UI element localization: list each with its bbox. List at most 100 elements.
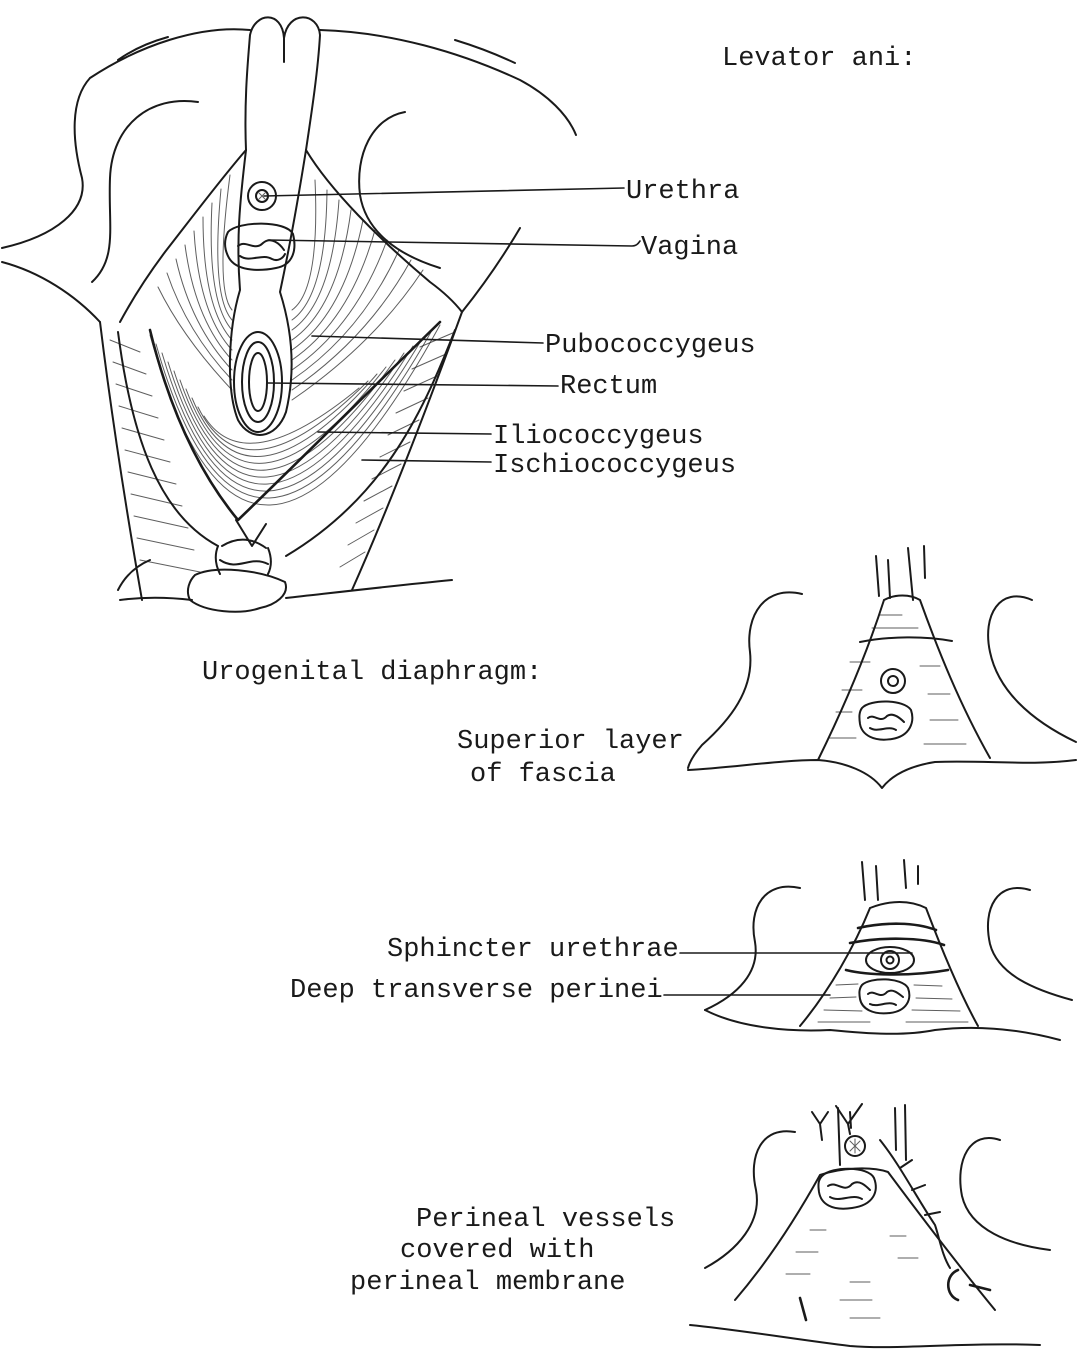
label-pubococcygeus: Pubococcygeus: [545, 331, 756, 361]
sacrum-segment: [188, 570, 286, 612]
vagina-lumen: [828, 1182, 870, 1199]
vessel-strands: [838, 1105, 906, 1165]
ischiococcygeus-fiber: [396, 398, 428, 413]
pubococcygeus-fiber: [292, 270, 423, 400]
vagina: [859, 701, 912, 739]
leader-iliococcygeus: [318, 432, 491, 434]
vagina: [225, 224, 294, 270]
perineal-vessels: [812, 1104, 950, 1268]
urethra: [845, 1136, 865, 1156]
urethra: [881, 669, 905, 693]
vessel-strands: [876, 546, 925, 600]
ischiococcygeus-fiber: [340, 552, 365, 567]
pubococcygeus-fiber: [218, 189, 232, 320]
label-sphincter-urethrae: Sphincter urethrae: [387, 935, 679, 965]
vagina-outline: [818, 1169, 875, 1209]
urethra-lumen: [888, 676, 898, 686]
coccyx: [188, 520, 286, 612]
label-perineal-membrane-line2: covered with: [400, 1236, 594, 1266]
label-rectum: Rectum: [560, 372, 657, 402]
pubococcygeus-fiber: [292, 240, 387, 370]
pubic-ramus-left: [705, 1131, 795, 1268]
vessel-branches: [800, 1270, 990, 1320]
leader-pubococcygeus: [312, 336, 543, 343]
levator-ani-leaders: [264, 188, 640, 462]
ischiococcygeus-fiber: [372, 464, 401, 479]
pubic-ramus-right: [988, 888, 1072, 1000]
vagina: [859, 979, 909, 1013]
pubic-ramus-right: [960, 1138, 1050, 1250]
ischiococcygeus-fiber: [116, 384, 152, 396]
perineal-base: [690, 1325, 1040, 1347]
pubic-ramus-left: [688, 592, 802, 768]
coccyx-tip: [216, 520, 271, 574]
pubococcygeus-fiber: [292, 210, 351, 340]
urethra-mark: [850, 1139, 860, 1153]
label-superior-fascia-line2: of fascia: [470, 760, 616, 790]
label-deep-transverse-perinei: Deep transverse perinei: [290, 976, 663, 1006]
pubic-symphysis: [245, 17, 320, 150]
obturator-right: [359, 112, 440, 268]
ischiococcygeus-fiber: [137, 538, 194, 550]
obturator-left: [92, 101, 198, 282]
ischiococcygeus-fiber: [380, 442, 410, 457]
perineal-membrane-figure: [690, 1104, 1050, 1347]
ischiococcygeus-fiber: [131, 494, 182, 506]
pubic-ramus-right: [306, 150, 462, 312]
pubococcygeus-fiber: [292, 180, 316, 310]
vagina-lumen: [238, 240, 285, 260]
urogenital-diaphragm-title: Urogenital diaphragm:: [202, 658, 542, 688]
pubic-bone-right: [320, 30, 576, 135]
label-perineal-membrane-line1: Perineal vessels: [416, 1205, 675, 1235]
iliococcygeus-fiber: [150, 325, 440, 505]
vessel-strands: [862, 860, 918, 900]
urethra-lumen: [887, 957, 894, 964]
perineal-base: [688, 760, 1076, 788]
rectum-lumen: [249, 353, 267, 411]
membrane-triangle: [735, 1168, 995, 1310]
ischiococcygeus-fiber: [140, 560, 200, 572]
pubococcygeus-fiber: [292, 260, 411, 390]
leader-ischiococcygeus: [362, 460, 491, 462]
pubococcygeus-fiber: [292, 220, 363, 350]
pelvic-wall-right: [352, 228, 520, 590]
levator-ani-title: Levator ani:: [722, 44, 916, 74]
label-superior-fascia-line1: Superior layer: [457, 727, 684, 757]
levator-ani-figure: [2, 17, 576, 611]
pelvic-wall-left: [100, 322, 142, 600]
membrane-texture: [786, 1230, 918, 1318]
ischiococcygeus-fiber: [348, 530, 374, 545]
vagina: [818, 1169, 875, 1209]
label-iliococcygeus: Iliococcygeus: [493, 422, 704, 452]
pubic-bone-left: [2, 29, 250, 322]
ischiococcygeus-fiber: [113, 362, 146, 374]
pubococcygeus-fiber: [211, 203, 232, 330]
iliococcygeus-fiber: [174, 353, 404, 477]
label-urethra: Urethra: [626, 177, 739, 207]
muscle-layer-figure: [705, 860, 1072, 1040]
ischiococcygeus-fiber: [110, 340, 140, 352]
vagina-lumen: [868, 715, 904, 730]
iliococcygeus-fiber: [186, 367, 386, 463]
label-ischiococcygeus: Ischiococcygeus: [493, 451, 736, 481]
urethra-outer: [881, 669, 905, 693]
vagina-outline: [859, 701, 912, 739]
ischiococcygeus-fiber: [122, 428, 164, 440]
pubic-ramus-left: [705, 887, 800, 1010]
iliococcygeus-fiber: [180, 360, 395, 470]
leader-urethra: [264, 188, 624, 196]
iliococcygeus-boundary: [150, 322, 440, 520]
ischiococcygeus-fiber: [119, 406, 158, 418]
vagina-lumen: [868, 991, 903, 1005]
vagina-outline: [225, 224, 294, 270]
superior-fascia-figure: [688, 546, 1076, 788]
perineal-base: [705, 1010, 1060, 1040]
ischiococcygeus-fiber: [356, 508, 383, 523]
label-vagina: Vagina: [641, 233, 738, 263]
rectum: [234, 332, 282, 432]
fascia-edge: [860, 637, 952, 642]
pubic-ramus-right: [988, 596, 1076, 742]
ischiococcygeus-fiber: [134, 516, 188, 528]
ischiococcygeus-fiber: [128, 472, 176, 484]
